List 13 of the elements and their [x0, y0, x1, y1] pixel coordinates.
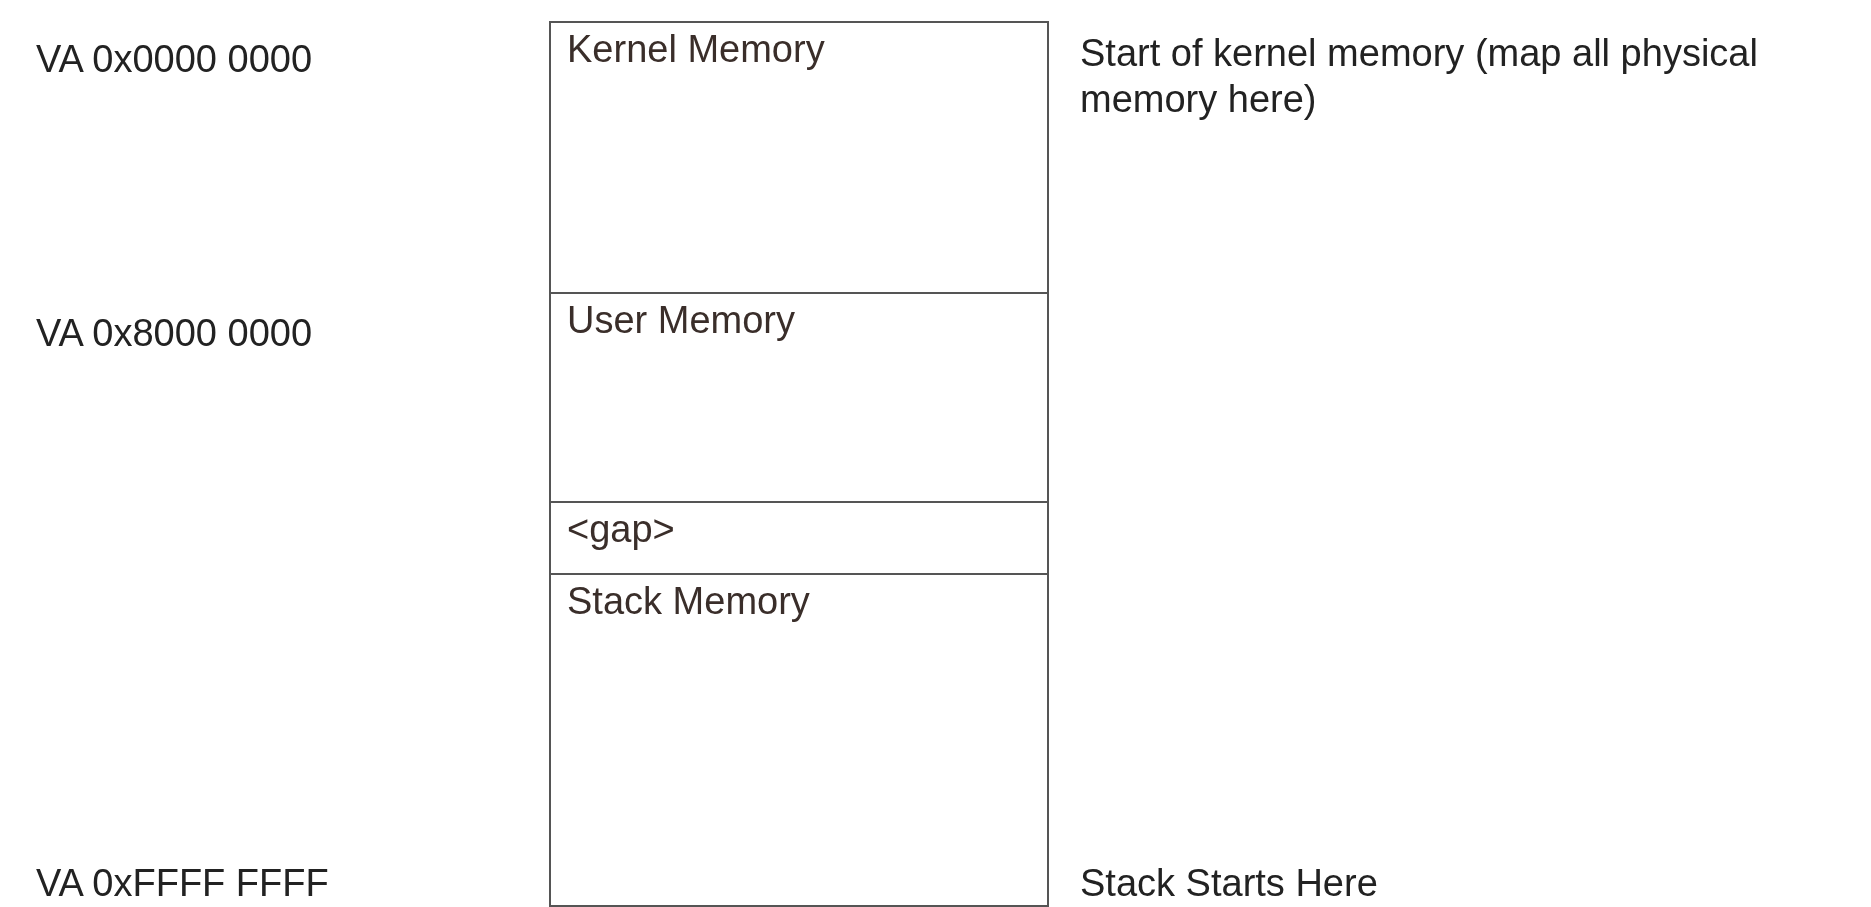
memory-region: [549, 501, 1049, 575]
memory-region: [549, 292, 1049, 503]
note-text: Stack Starts Here: [1080, 861, 1378, 906]
region-label: Stack Memory: [567, 579, 810, 623]
region-label: <gap>: [567, 507, 675, 551]
region-label: Kernel Memory: [567, 27, 825, 71]
memory-region: [549, 21, 1049, 294]
address-label: VA 0xFFFF FFFF: [36, 861, 329, 906]
region-label: User Memory: [567, 298, 796, 342]
address-label: VA 0x8000 0000: [36, 311, 313, 356]
memory-region: [549, 573, 1049, 907]
note-text: Start of kernel memory (map all physical memory here): [1080, 31, 1759, 122]
address-label: VA 0x0000 0000: [36, 37, 313, 82]
